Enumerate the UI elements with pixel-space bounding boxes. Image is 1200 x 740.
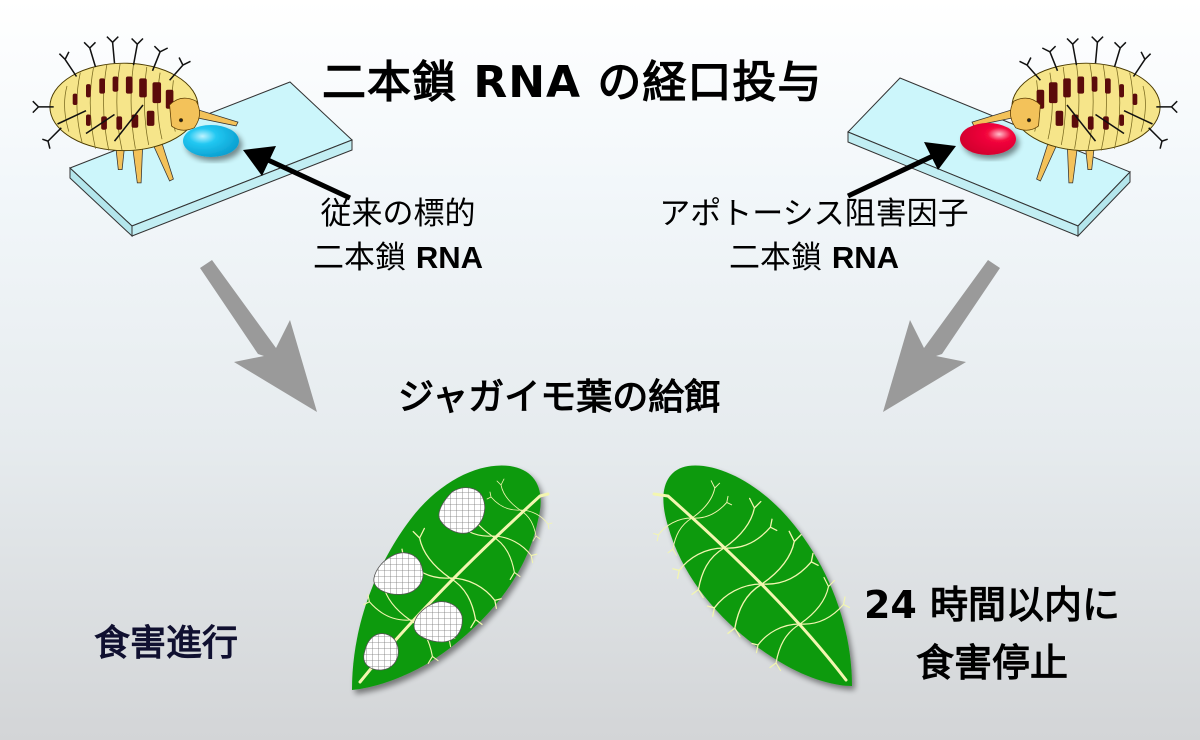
damage-patch-2 [373,552,424,595]
left-result-label: 食害進行 [94,623,239,664]
damage-patch-4 [363,633,399,671]
right-result-label: 24 時間以内に 食害停止 [846,576,1138,692]
left-label-line2: 二本鎖 RNA [298,236,498,280]
left-label-rna: RNA [415,240,484,275]
right-label: アポトーシス阻害因子 二本鎖 RNA [612,192,1016,280]
right-label-rna: RNA [831,240,900,275]
blue-dsrna-droplet [183,125,239,157]
left-pointer-arrow [243,146,352,201]
right-result-line2: 食害停止 [915,641,1068,685]
damage-patch-3 [413,601,463,643]
left-label-line1: 従来の標的 [320,196,476,232]
intact-leaf-veins [652,480,851,682]
left-flow-arrow [200,260,317,412]
step-label: ジャガイモ葉の給餌 [398,377,721,418]
diagram-title: 二本鎖 RNA の経口投与 [322,57,823,108]
left-label-prefix: 二本鎖 [312,240,416,276]
right-label-line2: 二本鎖 RNA [612,236,1016,280]
damage-patch-1 [438,487,486,534]
right-pointer-arrow [846,142,956,199]
right-flow-arrow [883,260,1000,412]
red-dsrna-droplet [960,123,1016,155]
right-result-line1: 24 時間以内に [863,583,1121,627]
left-label: 従来の標的 二本鎖 RNA [298,192,498,280]
right-label-prefix: 二本鎖 [728,240,832,276]
feeding-damage-patches [363,487,486,671]
right-label-line1: アポトーシス阻害因子 [659,196,969,232]
